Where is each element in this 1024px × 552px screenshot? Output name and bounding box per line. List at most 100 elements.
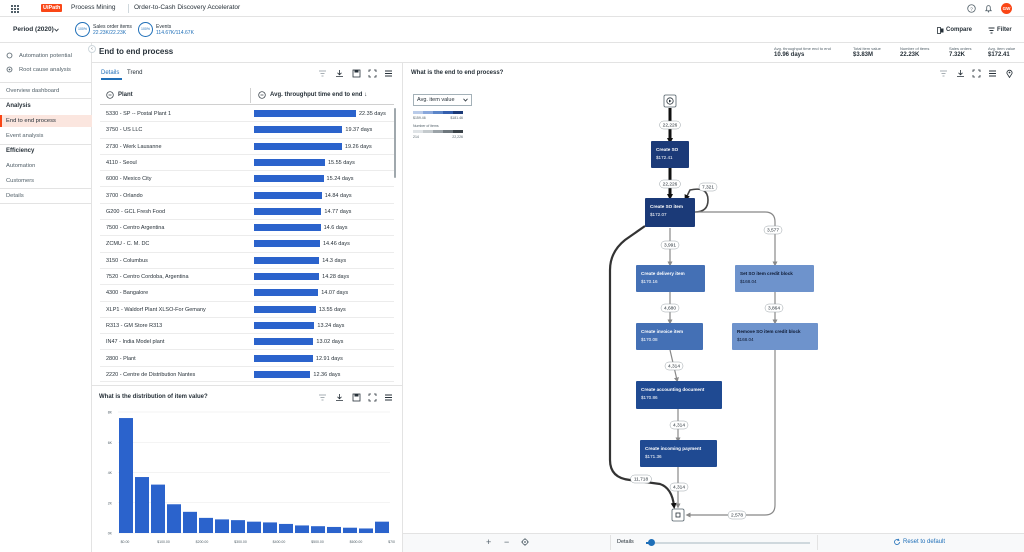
histogram-bar[interactable] xyxy=(375,521,389,533)
period-selector[interactable]: Period (2020) xyxy=(13,26,54,33)
expand-column-icon[interactable] xyxy=(258,91,266,99)
process-node[interactable]: Create invoice item$170.08 xyxy=(636,323,703,350)
histogram-bar[interactable] xyxy=(311,526,325,533)
sidebar-item-customers[interactable]: Customers xyxy=(6,178,35,184)
uipath-logo[interactable]: UiPath xyxy=(41,4,63,12)
histogram-bar[interactable] xyxy=(119,418,133,533)
histogram-bar[interactable] xyxy=(247,521,261,533)
histogram-bar[interactable] xyxy=(135,477,149,533)
reset-to-default-button[interactable]: Reset to default xyxy=(903,539,946,545)
edge-count-label[interactable]: 11,718 xyxy=(630,474,652,484)
menu-icon[interactable] xyxy=(988,69,997,78)
histogram-bar[interactable] xyxy=(151,484,165,533)
details-slider-track[interactable] xyxy=(646,542,810,544)
sidebar-item-automation-potential[interactable]: Automation potential xyxy=(19,53,72,59)
column-divider[interactable] xyxy=(250,88,251,103)
column-header-avg-throughput[interactable]: Avg. throughput time end to end ↓ xyxy=(270,92,368,98)
reset-icon[interactable] xyxy=(893,538,901,546)
save-icon[interactable] xyxy=(352,69,361,78)
user-avatar[interactable]: GW xyxy=(1001,3,1012,14)
start-node[interactable] xyxy=(663,94,677,108)
histogram-bar[interactable] xyxy=(215,519,229,533)
sidebar-item-end-to-end[interactable]: End to end process xyxy=(6,118,56,124)
details-slider-handle[interactable] xyxy=(647,539,655,546)
histogram-bar[interactable] xyxy=(359,528,373,533)
expand-column-icon[interactable] xyxy=(106,91,114,99)
process-node[interactable]: Create SO item$172.07 xyxy=(645,198,695,227)
filter-icon[interactable] xyxy=(318,69,327,78)
histogram-bar[interactable] xyxy=(183,511,197,533)
process-node[interactable]: Create incoming payment$171.36 xyxy=(640,440,717,467)
edge-count-label[interactable]: 4,314 xyxy=(669,420,689,430)
compare-button[interactable]: Compare xyxy=(946,27,973,33)
process-node[interactable]: Set SO item credit block$168.04 xyxy=(735,265,814,292)
histogram-bar[interactable] xyxy=(279,523,293,533)
sidebar-item-overview[interactable]: Overview dashboard xyxy=(6,88,60,94)
edge-count-label[interactable]: 3,864 xyxy=(764,303,784,313)
download-icon[interactable] xyxy=(335,69,344,78)
zoom-in-button[interactable]: + xyxy=(486,537,492,547)
tab-details[interactable]: Details xyxy=(101,70,120,76)
filter-icon[interactable] xyxy=(988,27,995,34)
sidebar-item-automation[interactable]: Automation xyxy=(6,163,36,169)
download-icon[interactable] xyxy=(335,393,344,402)
process-node[interactable]: Remove SO item credit block$168.04 xyxy=(732,323,818,350)
fullscreen-icon[interactable] xyxy=(972,69,981,78)
edge-count-label[interactable]: 2,578 xyxy=(727,510,747,520)
tab-trend[interactable]: Trend xyxy=(127,70,143,76)
edge-count-label[interactable]: 22,226 xyxy=(659,179,681,189)
chevron-down-icon[interactable] xyxy=(54,28,59,32)
menu-icon[interactable] xyxy=(384,69,393,78)
process-node[interactable]: Create accounting document$170.86 xyxy=(636,381,722,409)
collapse-sidebar-button[interactable]: ‹ xyxy=(88,45,96,53)
histogram-bar[interactable] xyxy=(295,525,309,533)
process-node[interactable]: Create SO$172.41 xyxy=(651,141,689,168)
column-header-plant[interactable]: Plant xyxy=(118,92,133,98)
histogram-bar[interactable] xyxy=(343,527,357,533)
fullscreen-icon[interactable] xyxy=(368,69,377,78)
histogram-bar[interactable] xyxy=(199,517,213,533)
filter-button[interactable]: Filter xyxy=(997,27,1012,33)
filter-icon[interactable] xyxy=(939,69,948,78)
process-node[interactable]: Create delivery item$170.16 xyxy=(636,265,705,292)
table-scrollbar[interactable] xyxy=(394,108,396,178)
sidebar-item-event-analysis[interactable]: Event analysis xyxy=(6,133,44,139)
histogram-bar[interactable] xyxy=(167,504,181,533)
sidebar-item-root-cause[interactable]: Root cause analysis xyxy=(19,67,71,73)
histogram-bar[interactable] xyxy=(231,520,245,533)
app-launcher-icon[interactable] xyxy=(11,5,19,13)
compare-icon[interactable] xyxy=(937,27,944,34)
histogram-bar[interactable] xyxy=(263,522,277,533)
edge-count-label[interactable]: 3,577 xyxy=(763,225,783,235)
edge-count-label[interactable]: 7,321 xyxy=(698,182,718,192)
fullscreen-icon[interactable] xyxy=(368,393,377,402)
notifications-icon[interactable] xyxy=(984,4,993,13)
metric-dropdown[interactable]: Avg. item value xyxy=(413,94,472,106)
fit-to-screen-icon[interactable] xyxy=(521,538,529,546)
download-icon[interactable] xyxy=(956,69,965,78)
save-icon[interactable] xyxy=(352,393,361,402)
edge-count-label[interactable]: 3,991 xyxy=(660,240,680,250)
sidebar-item-details[interactable]: Details xyxy=(6,193,24,199)
end-node[interactable] xyxy=(671,508,685,522)
zoom-out-button[interactable]: − xyxy=(504,537,510,547)
help-icon[interactable]: ? xyxy=(967,4,976,13)
filter-icon[interactable] xyxy=(318,393,327,402)
edge-count-label[interactable]: 22,226 xyxy=(659,120,681,130)
